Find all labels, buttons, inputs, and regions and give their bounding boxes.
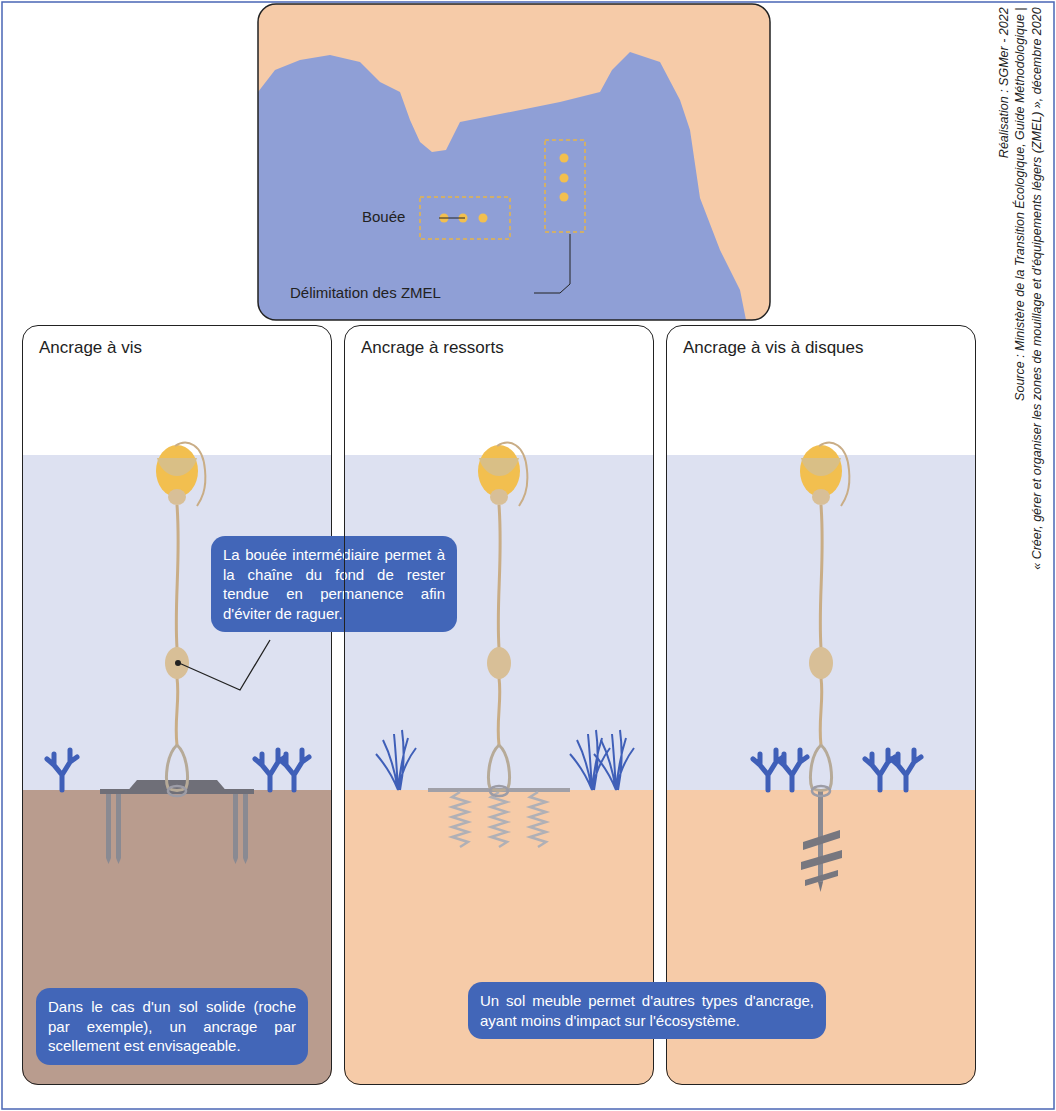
source-note: Source : Ministère de la Transition Écol… [1012, 7, 1028, 401]
callout-box: La bouée intermédiaire permet à la chaîn… [211, 536, 457, 632]
callout-text: Dans le cas d'un sol solide (roche par e… [48, 997, 296, 1056]
anchor-panel: Ancrage à visLa bouée intermédiaire perm… [22, 325, 332, 1085]
panel-heading: Ancrage à ressorts [345, 326, 653, 370]
map-label: Délimitation des ZMEL [290, 284, 441, 301]
panel-heading: Ancrage à vis [23, 326, 331, 370]
anchor-panel: Ancrage à vis à disques [666, 325, 976, 1085]
source-block: Réalisation : SGMer - 2022Source : Minis… [996, 7, 1045, 437]
callout-text: Un sol meuble permet d'autres types d'an… [480, 991, 814, 1030]
callout-box: Un sol meuble permet d'autres types d'an… [468, 982, 826, 1039]
panel-heading: Ancrage à vis à disques [667, 326, 975, 370]
source-note: Réalisation : SGMer - 2022 [996, 7, 1012, 158]
map-label: Bouée [362, 208, 405, 225]
callout-box: Dans le cas d'un sol solide (roche par e… [36, 988, 308, 1065]
callout-text: La bouée intermédiaire permet à la chaîn… [223, 545, 445, 623]
source-note: « Créer, gérer et organiser les zones de… [1028, 7, 1044, 569]
anchor-panel: Ancrage à ressorts [344, 325, 654, 1085]
